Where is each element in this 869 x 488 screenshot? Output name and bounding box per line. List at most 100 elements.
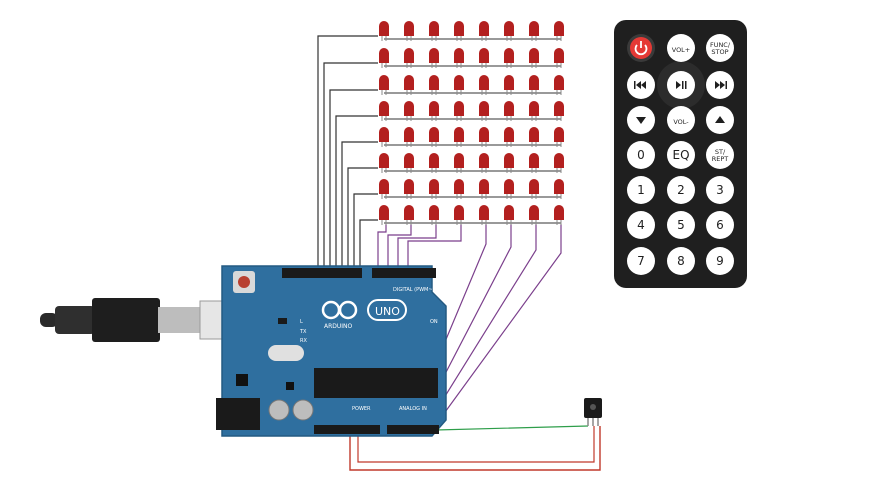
crystal: [268, 345, 304, 361]
remote-button-label: 4: [637, 218, 645, 232]
on-label: ON: [430, 319, 438, 325]
led: [504, 75, 514, 95]
column-wire: [407, 224, 462, 268]
model-label: UNO: [375, 305, 400, 318]
up-button[interactable]: [706, 106, 734, 134]
column-wire: [387, 224, 412, 268]
remote-button-8[interactable]: 8: [667, 247, 695, 275]
play-pause-icon: [676, 81, 687, 89]
led: [454, 21, 464, 41]
remote-button-9[interactable]: 9: [706, 247, 734, 275]
header-top-left: [282, 268, 362, 278]
row-wire: [317, 35, 378, 268]
digital-label: DIGITAL (PWM~): [393, 287, 435, 293]
led: [379, 205, 389, 225]
row-wire: [347, 167, 378, 268]
remote-button-vol[interactable]: VOL-: [667, 106, 695, 134]
arduino-logo: [321, 299, 407, 321]
remote-button-7[interactable]: 7: [627, 247, 655, 275]
led: [529, 75, 539, 95]
led: [504, 127, 514, 147]
power-button[interactable]: [627, 34, 655, 62]
power-wire: [349, 426, 601, 471]
remote-button-label: 1: [637, 183, 645, 197]
led: [479, 153, 489, 173]
remote-button-label: 0: [637, 148, 645, 162]
led: [529, 179, 539, 199]
arduino-board: DIGITAL (PWM~) UNO ARDUINO L TX RX ON PO…: [216, 265, 447, 437]
led: [479, 48, 489, 68]
down-icon: [636, 117, 646, 124]
tx-label: TX: [299, 329, 307, 335]
led: [529, 153, 539, 173]
column-wire: [415, 224, 512, 431]
down-button[interactable]: [627, 106, 655, 134]
analog-label: ANALOG IN: [399, 406, 427, 412]
led: [479, 127, 489, 147]
led: [404, 179, 414, 199]
power-label: POWER: [352, 406, 371, 412]
led: [454, 205, 464, 225]
brand-label: ARDUINO: [324, 323, 353, 330]
remote-button-label: FUNC/: [710, 41, 731, 49]
remote-button-6[interactable]: 6: [706, 211, 734, 239]
row-wire: [335, 115, 378, 268]
column-wire: [431, 224, 562, 431]
led: [404, 205, 414, 225]
led: [429, 48, 439, 68]
led: [554, 153, 564, 173]
led: [529, 127, 539, 147]
led: [379, 127, 389, 147]
header-power: [314, 425, 380, 434]
l-label: L: [300, 319, 303, 325]
column-wire: [377, 224, 387, 268]
row-wire: [329, 89, 378, 268]
led: [529, 101, 539, 121]
led: [404, 75, 414, 95]
led: [504, 153, 514, 173]
led: [479, 75, 489, 95]
previous-button[interactable]: [627, 71, 655, 99]
remote-button-2[interactable]: 2: [667, 176, 695, 204]
remote-button-func[interactable]: FUNC/STOP: [706, 34, 734, 62]
remote-button-3[interactable]: 3: [706, 176, 734, 204]
play-pause-button[interactable]: [667, 71, 695, 99]
led-matrix: [379, 21, 564, 225]
next-button[interactable]: [706, 71, 734, 99]
remote-button-label: 7: [637, 254, 645, 268]
power-icon: [634, 41, 648, 56]
led: [504, 48, 514, 68]
led: [379, 101, 389, 121]
remote-button-label: VOL-: [673, 118, 689, 126]
remote-button-0[interactable]: 0: [627, 141, 655, 169]
remote-button-1[interactable]: 1: [627, 176, 655, 204]
led: [529, 21, 539, 41]
led: [479, 101, 489, 121]
remote-button-eq[interactable]: EQ: [667, 141, 695, 169]
led: [379, 48, 389, 68]
led: [429, 179, 439, 199]
led: [554, 127, 564, 147]
remote-button-5[interactable]: 5: [667, 211, 695, 239]
led: [554, 101, 564, 121]
led: [454, 179, 464, 199]
remote-button-st[interactable]: ST/REPT: [706, 141, 734, 169]
up-icon: [715, 116, 725, 123]
remote-button-label: 3: [716, 183, 724, 197]
remote-button-vol[interactable]: VOL+: [667, 34, 695, 62]
remote-button-label: 6: [716, 218, 724, 232]
remote-button-label: ST/: [715, 148, 726, 156]
led: [529, 48, 539, 68]
remote-button-label: 9: [716, 254, 724, 268]
remote-button-label: 8: [677, 254, 685, 268]
row-wire: [359, 219, 378, 268]
led: [504, 179, 514, 199]
atmega-chip: [314, 368, 438, 398]
remote-button-4[interactable]: 4: [627, 211, 655, 239]
remote-button-label: 2: [677, 183, 685, 197]
column-wire: [423, 224, 537, 431]
ir-remote: VOL+ FUNC/STOP VOL- 0 EQ ST/REPT 1 2 3 4 5 6 7 8 9: [614, 20, 747, 288]
remote-button-label: REPT: [712, 155, 729, 163]
remote-button-label: VOL+: [672, 46, 691, 54]
